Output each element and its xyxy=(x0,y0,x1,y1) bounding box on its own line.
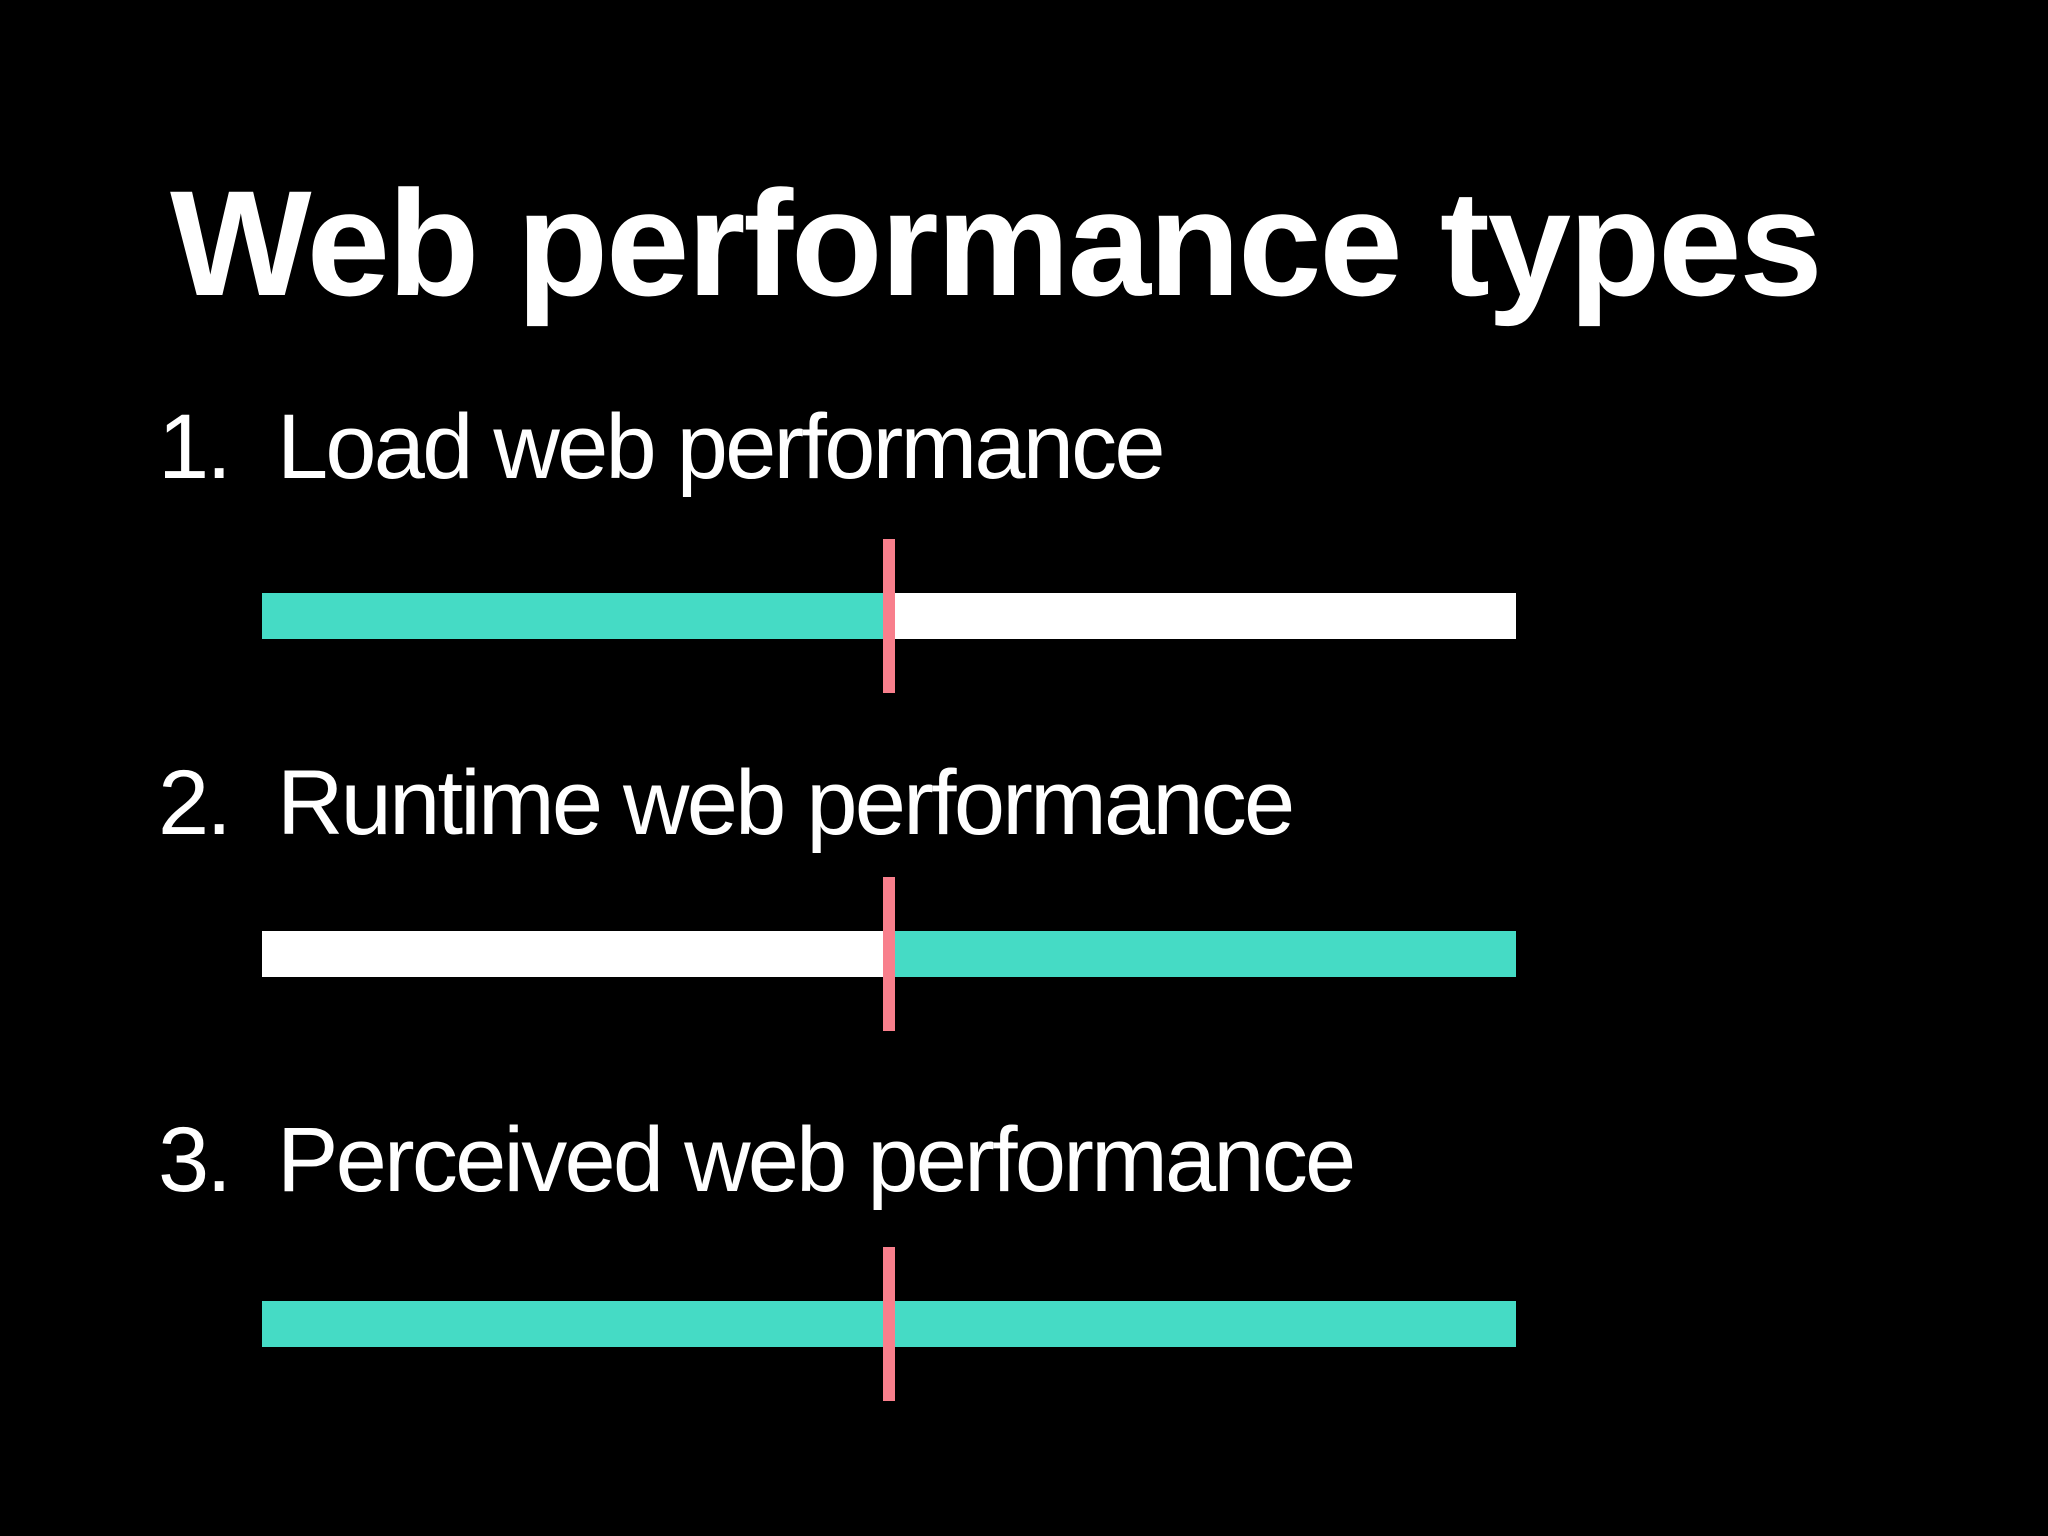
list-item-perceived: 3. Perceived web performance xyxy=(0,1114,2048,1214)
bar-segment-white xyxy=(262,931,889,977)
list-item-runtime: 2. Runtime web performance xyxy=(0,757,2048,857)
item-number: 1. xyxy=(158,396,232,498)
item-label: Load web performance xyxy=(277,396,1166,498)
timeline-bar-runtime xyxy=(262,877,1516,1031)
split-marker xyxy=(883,877,895,1031)
bar-segment-teal xyxy=(889,931,1516,977)
item-label: Perceived web performance xyxy=(277,1109,1356,1211)
item-number: 2. xyxy=(158,752,232,854)
list-item-load: 1. Load web performance xyxy=(0,401,2048,501)
split-marker xyxy=(883,1247,895,1401)
split-marker xyxy=(883,539,895,693)
timeline-bar-perceived xyxy=(262,1247,1516,1401)
bar-segment-white xyxy=(889,593,1516,639)
slide-title: Web performance types xyxy=(170,159,1823,327)
item-label: Runtime web performance xyxy=(277,752,1295,854)
timeline-bar-load xyxy=(262,539,1516,693)
item-number: 3. xyxy=(158,1109,232,1211)
bar-segment-teal xyxy=(262,593,889,639)
